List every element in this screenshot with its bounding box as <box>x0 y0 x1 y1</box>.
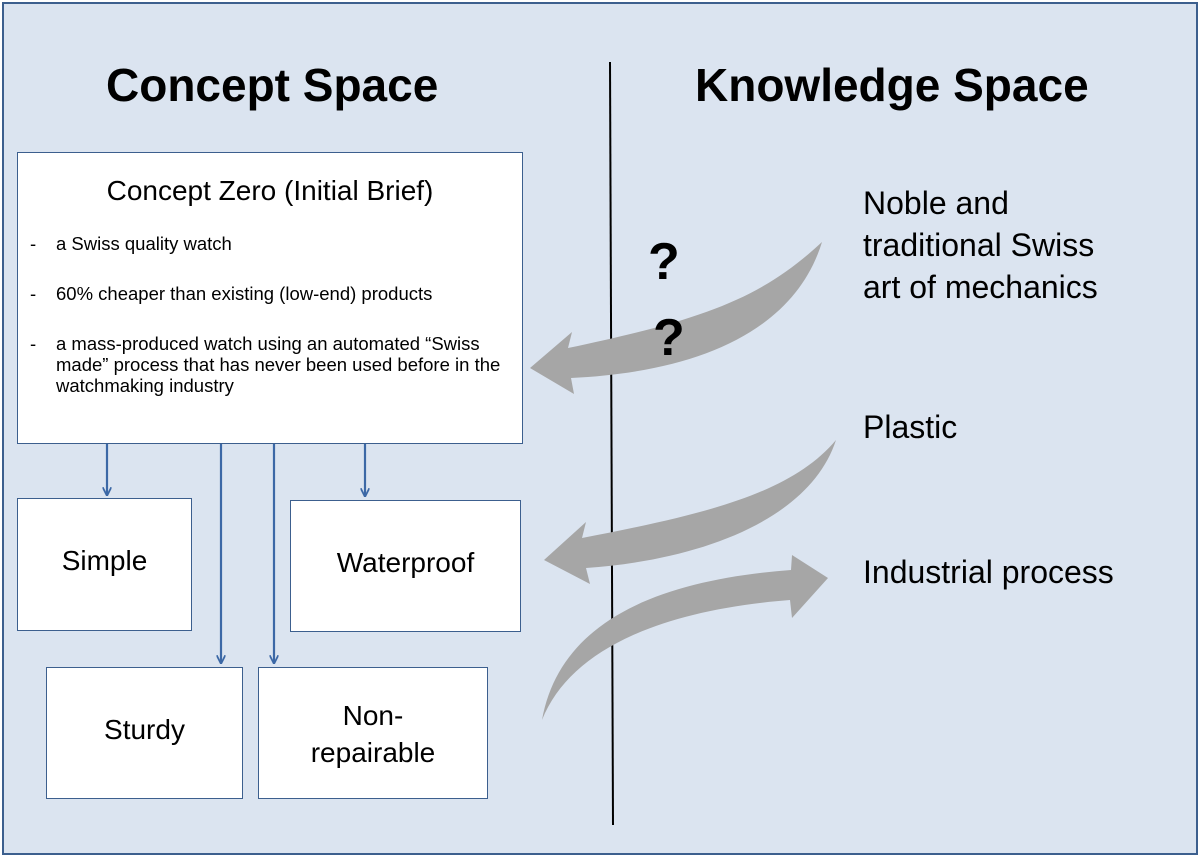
brief-bullet-list: a Swiss quality watch 60% cheaper than e… <box>30 233 508 425</box>
sturdy-label: Sturdy <box>104 714 185 745</box>
simple-label: Simple <box>61 545 148 576</box>
simple-box: Simple <box>17 498 192 631</box>
noble-to-brief-arrow <box>530 242 822 394</box>
concept-zero-title: Concept Zero (Initial Brief) <box>106 175 434 206</box>
waterproof-box: Waterproof <box>290 500 521 632</box>
knowledge-noble-line1: Noble and <box>863 185 1009 221</box>
concept-to-industrial-arrow <box>542 555 828 720</box>
question-mark: ? <box>648 233 680 291</box>
waterproof-label: Waterproof <box>336 547 475 578</box>
knowledge-noble-line3: art of mechanics <box>863 269 1098 305</box>
space-divider <box>609 61 614 826</box>
concept-space-heading: Concept Space <box>106 59 439 111</box>
brief-bullet: a mass-produced watch using an automated… <box>30 333 508 396</box>
sturdy-box: Sturdy <box>46 667 243 799</box>
brief-bullet: 60% cheaper than existing (low-end) prod… <box>30 283 508 304</box>
knowledge-space-heading: Knowledge Space <box>695 59 1089 111</box>
concept-zero-box: Concept Zero (Initial Brief) a Swiss qua… <box>17 152 523 444</box>
non-repairable-label-line1: Non- <box>342 700 404 731</box>
knowledge-industrial-process: Industrial process <box>863 554 1114 590</box>
knowledge-plastic: Plastic <box>863 409 958 445</box>
non-repairable-label-line2: repairable <box>310 737 436 768</box>
knowledge-noble-line2: traditional Swiss <box>863 227 1095 263</box>
question-mark: ? <box>653 309 685 367</box>
non-repairable-box: Non- repairable <box>258 667 488 799</box>
brief-bullet: a Swiss quality watch <box>30 233 508 254</box>
plastic-to-waterproof-arrow <box>544 440 836 584</box>
